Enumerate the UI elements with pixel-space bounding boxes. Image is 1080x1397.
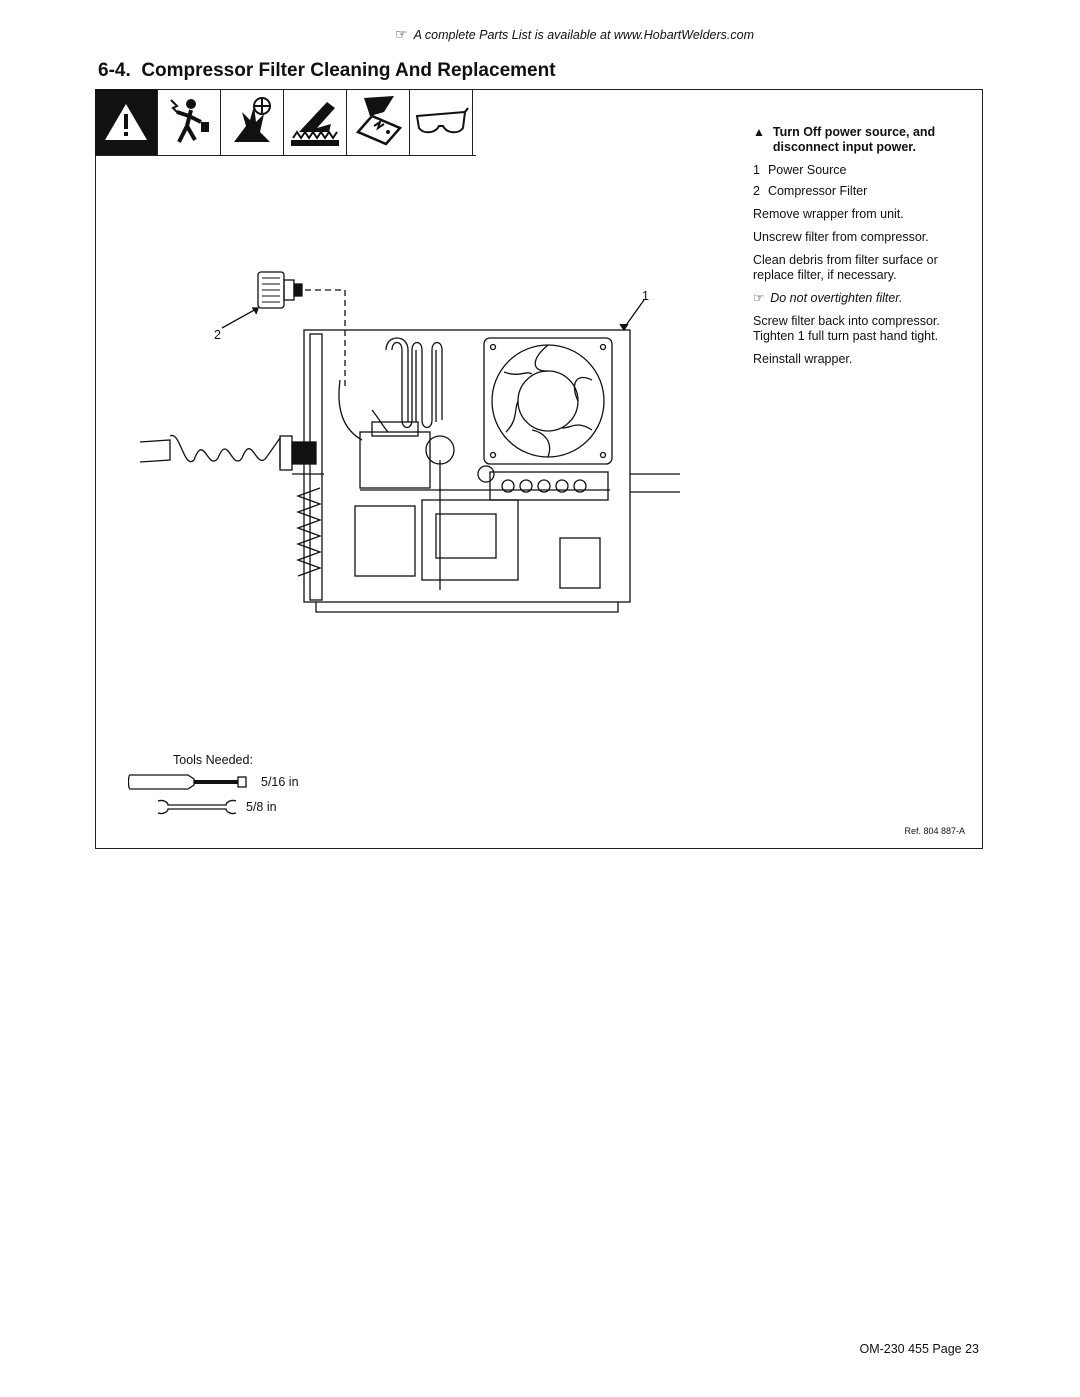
warning-bullet-icon: ▲ [753, 125, 765, 139]
instructions-column: ▲ Turn Off power source, and disconnect … [753, 125, 978, 375]
section-number: 6-4. [98, 60, 131, 81]
parts-list-note: ☞ A complete Parts List is available at w… [294, 26, 754, 43]
air-hose [140, 434, 680, 493]
compressor-filter [221, 271, 346, 390]
screwdriver-size: 5/16 in [261, 775, 299, 789]
tools-needed-heading: Tools Needed: [173, 753, 253, 767]
step-reinstall-wrapper: Reinstall wrapper. [753, 352, 853, 366]
step-reinstall-filter: Screw filter back into compressor. Tight… [753, 314, 940, 343]
item-label: Power Source [767, 163, 847, 177]
compressor [338, 379, 455, 489]
callout-leader-1 [619, 299, 645, 332]
page-footer: OM-230 455 Page 23 [859, 1342, 979, 1356]
list-item: 2 Compressor Filter [753, 184, 978, 199]
step-clean-filter: Clean debris from filter surface or repl… [753, 253, 938, 282]
hot-parts-icon [284, 89, 347, 155]
cooling-fan [483, 337, 613, 465]
pointing-hand-icon: ☞ [753, 291, 765, 305]
warning-text: Turn Off power source, and disconnect in… [772, 125, 936, 154]
screwdriver-icon [128, 774, 247, 790]
warning-triangle-icon [95, 89, 158, 155]
pointing-hand-icon: ☞ [395, 26, 408, 42]
warning-line: ▲ Turn Off power source, and disconnect … [753, 125, 978, 155]
moving-parts-icon [221, 89, 284, 155]
electric-shock-icon [158, 89, 221, 155]
callout-1: 1 [642, 289, 649, 303]
note-text: Do not overtighten filter. [770, 291, 903, 305]
item-label: Compressor Filter [767, 184, 868, 198]
section-heading: 6-4. Compressor Filter Cleaning And Repl… [98, 60, 556, 82]
wrench-icon [157, 799, 237, 815]
tool-wrench: 5/8 in [156, 797, 277, 817]
callout-2: 2 [214, 328, 221, 342]
content-frame [95, 89, 983, 849]
parts-list-text: A complete Parts List is available at ww… [413, 28, 754, 42]
wrench-size: 5/8 in [246, 800, 277, 814]
item-number: 1 [753, 163, 760, 177]
step-remove-wrapper: Remove wrapper from unit. [753, 207, 904, 221]
hazard-icons [95, 89, 476, 156]
section-title: Compressor Filter Cleaning And Replaceme… [141, 60, 556, 81]
static-electricity-icon [347, 89, 410, 155]
safety-glasses-icon [410, 89, 473, 155]
caution-note: ☞ Do not overtighten filter. [753, 291, 978, 306]
item-number: 2 [753, 184, 760, 198]
list-item: 1 Power Source [753, 163, 978, 178]
step-unscrew-filter: Unscrew filter from compressor. [753, 230, 929, 244]
chassis [292, 329, 631, 613]
tool-screwdriver: 5/16 in [128, 772, 299, 792]
reference-number: Ref. 804 887-A [904, 826, 965, 836]
cooling-coil [385, 337, 443, 429]
compressor-unit-drawing [140, 271, 680, 613]
